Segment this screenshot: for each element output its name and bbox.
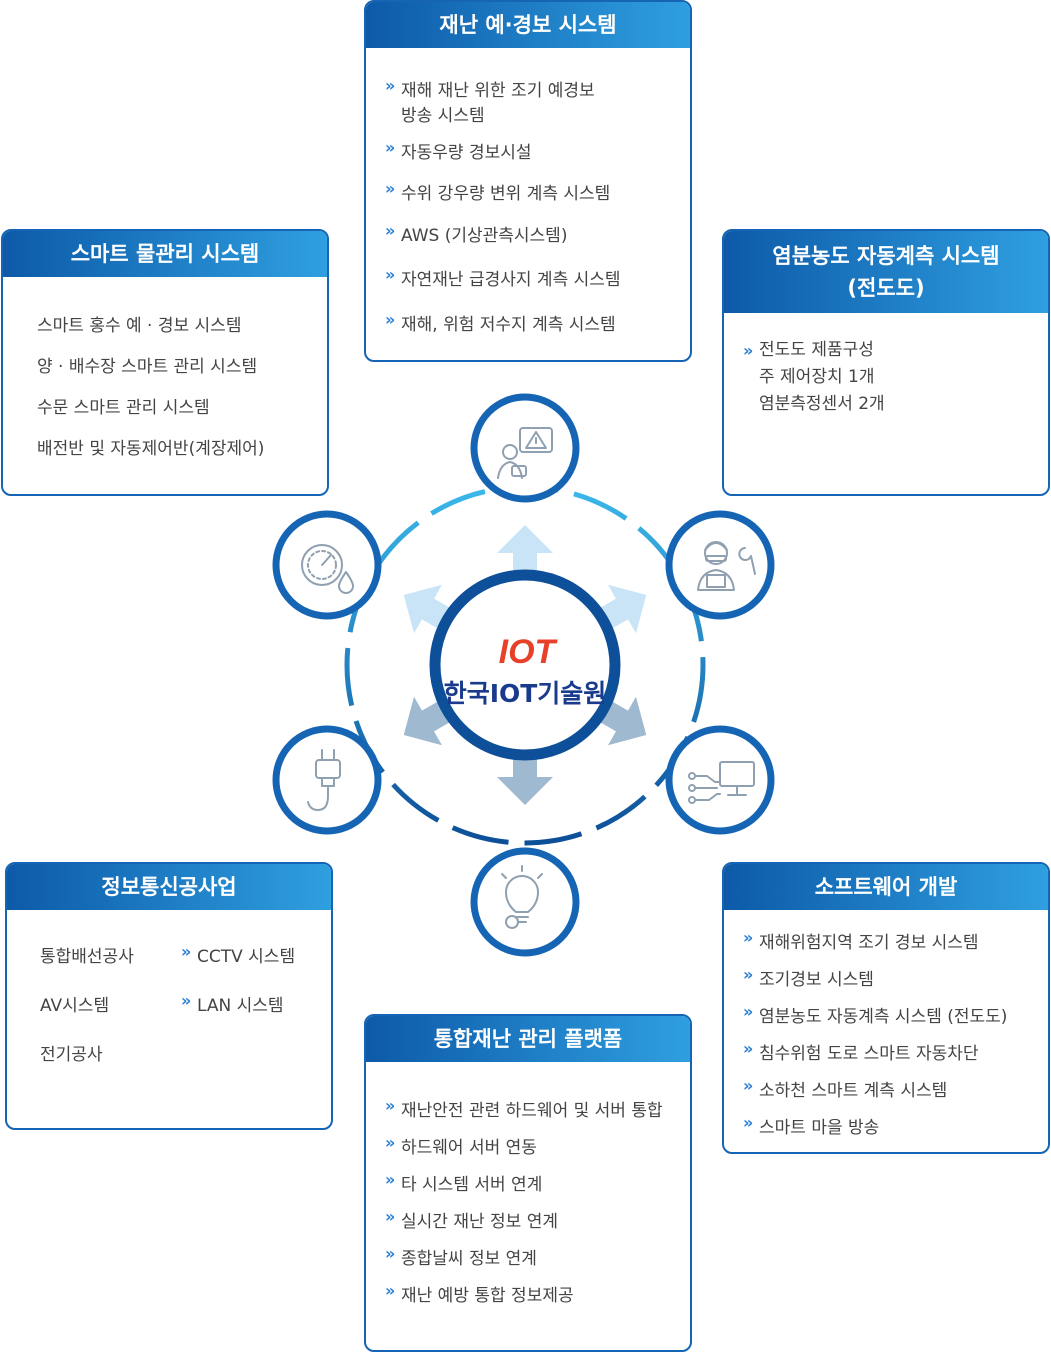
list-item: AV시스템 bbox=[40, 996, 110, 1016]
card-smart-water-title: 스마트 물관리 시스템 bbox=[3, 231, 327, 277]
power-plug-icon bbox=[272, 725, 382, 835]
smart-water-list: 스마트 홍수 예 · 경보 시스템 양 · 배수장 스마트 관리 시스템 수문 … bbox=[37, 311, 264, 464]
center-org-name: 한국IOT기술원 bbox=[444, 679, 607, 708]
alert-person-icon bbox=[470, 393, 580, 503]
platform-list: »재난안전 관련 하드웨어 및 서버 통합 »하드웨어 서버 연동 »타 시스템… bbox=[385, 1096, 663, 1311]
card-platform: 통합재난 관리 플랫폼 »재난안전 관련 하드웨어 및 서버 통합 »하드웨어 … bbox=[364, 1014, 692, 1352]
list-item: »재해, 위험 저수지 계측 시스템 bbox=[385, 310, 616, 335]
card-telecom: 정보통신공사업 통합배선공사 AV시스템 전기공사 »CCTV 시스템 »LAN… bbox=[5, 862, 333, 1130]
salinity-list: »전도도 제품구성 주 제어장치 1개 염분측정센서 2개 bbox=[743, 337, 885, 418]
list-item: 배전반 및 자동제어반(계장제어) bbox=[37, 439, 265, 459]
list-item: »자연재난 급경사지 계측 시스템 bbox=[385, 265, 621, 290]
arrow-up bbox=[497, 525, 553, 577]
card-disaster-alert: 재난 예·경보 시스템 »재해 재난 위한 조기 예경보 방송 시스템 »자동우… bbox=[364, 0, 692, 362]
telecom-right-list: »CCTV 시스템 »LAN 시스템 bbox=[181, 942, 296, 1021]
list-item: »전도도 제품구성 주 제어장치 1개 염분측정센서 2개 bbox=[743, 340, 885, 414]
list-item: »염분농도 자동계측 시스템 (전도도) bbox=[743, 1002, 1008, 1027]
list-item: »재해위험지역 조기 경보 시스템 bbox=[743, 928, 979, 953]
computer-network-icon bbox=[665, 725, 775, 835]
list-item: »실시간 재난 정보 연계 bbox=[385, 1207, 558, 1232]
list-item: »종합날씨 정보 연계 bbox=[385, 1244, 537, 1269]
arrow-down bbox=[497, 753, 553, 805]
list-item: »조기경보 시스템 bbox=[743, 965, 874, 990]
list-item: »자동우량 경보시설 bbox=[385, 138, 532, 163]
software-list: »재해위험지역 조기 경보 시스템 »조기경보 시스템 »염분농도 자동계측 시… bbox=[743, 928, 1008, 1143]
card-smart-water: 스마트 물관리 시스템 스마트 홍수 예 · 경보 시스템 양 · 배수장 스마… bbox=[1, 229, 329, 496]
list-item: »재난 예방 통합 정보제공 bbox=[385, 1281, 574, 1306]
list-item: 전기공사 bbox=[40, 1045, 103, 1065]
list-item: »침수위험 도로 스마트 자동차단 bbox=[743, 1039, 979, 1064]
center-logo-mark: IOT bbox=[499, 633, 559, 671]
list-item: »수위 강우량 변위 계측 시스템 bbox=[385, 179, 611, 204]
disaster-alert-list: »재해 재난 위한 조기 예경보 방송 시스템 »자동우량 경보시설 »수위 강… bbox=[385, 76, 621, 340]
card-software-title: 소프트웨어 개발 bbox=[724, 864, 1048, 910]
card-platform-title: 통합재난 관리 플랫폼 bbox=[366, 1016, 690, 1062]
list-item: 양 · 배수장 스마트 관리 시스템 bbox=[37, 357, 258, 377]
list-item: »타 시스템 서버 연계 bbox=[385, 1170, 543, 1195]
list-item: 통합배선공사 bbox=[40, 947, 134, 967]
list-item: »CCTV 시스템 bbox=[181, 942, 296, 967]
list-item: »스마트 마을 방송 bbox=[743, 1113, 880, 1138]
list-item: »재해 재난 위한 조기 예경보 방송 시스템 bbox=[385, 76, 595, 126]
list-item: »하드웨어 서버 연동 bbox=[385, 1133, 537, 1158]
list-item: »AWS (기상관측시스템) bbox=[385, 221, 568, 246]
list-item: »LAN 시스템 bbox=[181, 991, 284, 1016]
gauge-water-drop-icon bbox=[272, 510, 382, 620]
list-item: »소하천 스마트 계측 시스템 bbox=[743, 1076, 948, 1101]
list-item: 스마트 홍수 예 · 경보 시스템 bbox=[37, 316, 242, 336]
engineer-wrench-icon bbox=[665, 510, 775, 620]
center-circle bbox=[429, 569, 621, 761]
card-disaster-alert-title: 재난 예·경보 시스템 bbox=[366, 2, 690, 48]
card-telecom-title: 정보통신공사업 bbox=[7, 864, 331, 910]
card-software: 소프트웨어 개발 »재해위험지역 조기 경보 시스템 »조기경보 시스템 »염분… bbox=[722, 862, 1050, 1154]
list-item: 수문 스마트 관리 시스템 bbox=[37, 398, 210, 418]
card-salinity-title: 염분농도 자동계측 시스템 (전도도) bbox=[724, 231, 1048, 313]
list-item: »재난안전 관련 하드웨어 및 서버 통합 bbox=[385, 1096, 663, 1121]
telecom-left-list: 통합배선공사 AV시스템 전기공사 bbox=[40, 942, 134, 1070]
card-salinity: 염분농도 자동계측 시스템 (전도도) »전도도 제품구성 주 제어장치 1개 … bbox=[722, 229, 1050, 496]
lightbulb-gear-icon bbox=[470, 847, 580, 957]
